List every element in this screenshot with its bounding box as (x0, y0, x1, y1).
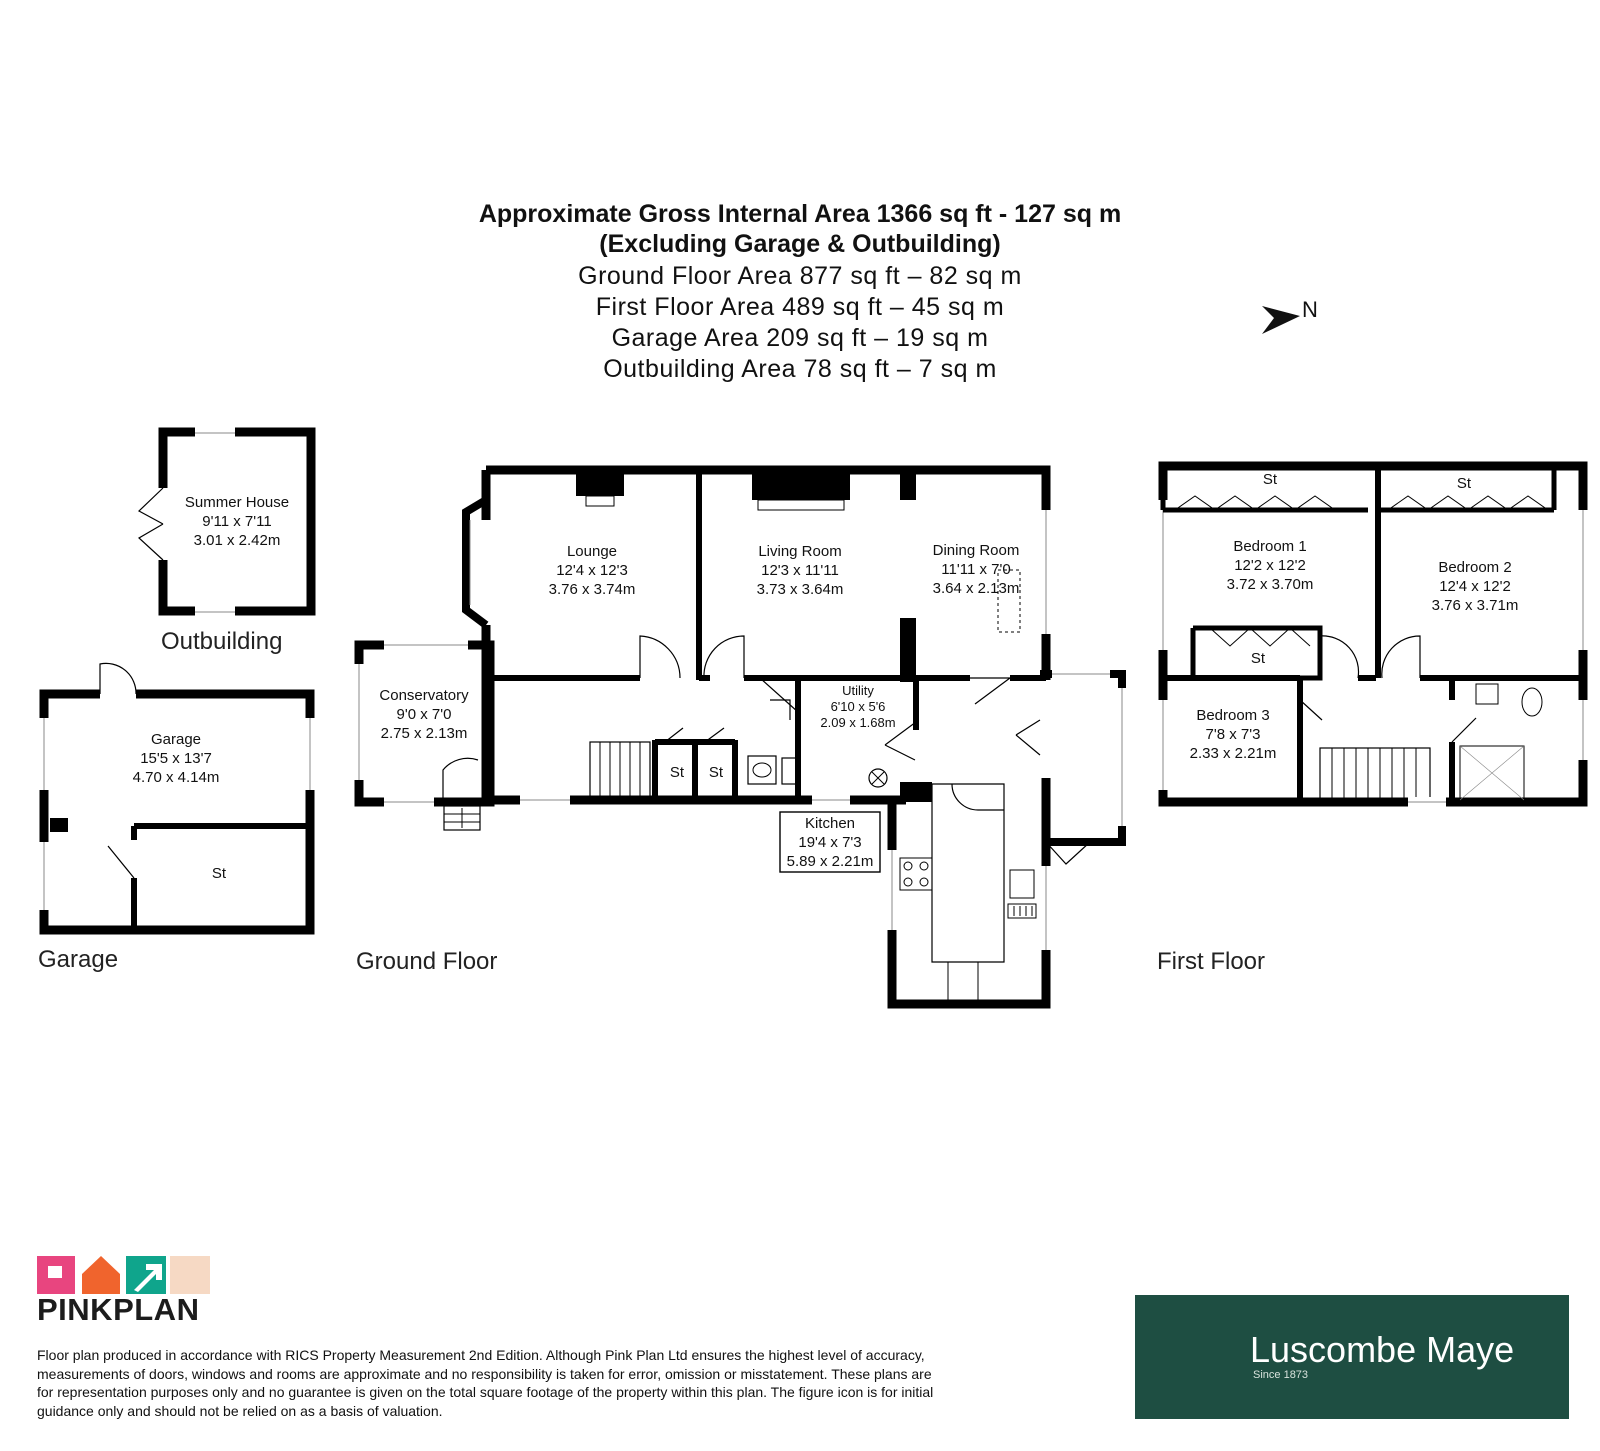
bedroom-2-imperial: 12'4 x 12'2 (1439, 578, 1511, 595)
kitchen-name: Kitchen (805, 815, 855, 832)
lounge-name: Lounge (567, 543, 617, 560)
summer-house-imperial: 9'11 x 7'11 (202, 513, 271, 530)
agent-name: Luscombe Maye (1250, 1329, 1515, 1370)
compass-arrow-icon (1262, 306, 1300, 334)
store-2-label: St (709, 764, 724, 781)
bedroom-2-metric: 3.76 x 3.71m (1432, 597, 1519, 614)
living-room-name: Living Room (758, 543, 841, 560)
bedroom-3-metric: 2.33 x 2.21m (1190, 745, 1277, 762)
garage-floor-label: Garage (38, 946, 118, 973)
dining-room-imperial: 11'11 x 7'0 (941, 561, 1010, 578)
compass-north-label: N (1302, 297, 1318, 322)
dining-room-name: Dining Room (933, 542, 1020, 559)
conservatory-metric: 2.75 x 2.13m (381, 725, 468, 742)
area-subheading: (Excluding Garage & Outbuilding) (599, 230, 1001, 258)
outbuilding-area: Outbuilding Area 78 sq ft – 7 sq m (603, 355, 997, 383)
pinkplan-logo-icon (37, 1256, 210, 1294)
agent-since: Since 1873 (1253, 1369, 1309, 1381)
dining-room-metric: 3.64 x 2.13m (933, 580, 1020, 597)
kitchen-metric: 5.89 x 2.21m (787, 853, 874, 870)
bedroom-1-cupboard-label: St (1251, 650, 1266, 667)
disclaimer-text: Floor plan produced in accordance with R… (37, 1347, 934, 1419)
utility-metric: 2.09 x 1.68m (820, 715, 895, 730)
living-room-metric: 3.73 x 3.64m (757, 581, 844, 598)
ground-floor-walls (354, 465, 1127, 1009)
agent-logo-panel: Luscombe Maye Since 1873 (1135, 1295, 1569, 1419)
garage-metric: 4.70 x 4.14m (133, 769, 220, 786)
garage-imperial: 15'5 x 13'7 (140, 750, 212, 767)
conservatory-imperial: 9'0 x 7'0 (397, 706, 452, 723)
bedroom-3-name: Bedroom 3 (1196, 707, 1269, 724)
bedroom-2-name: Bedroom 2 (1438, 559, 1511, 576)
garage-area: Garage Area 209 sq ft – 19 sq m (611, 324, 989, 352)
store-1-label: St (670, 764, 685, 781)
living-room-imperial: 12'3 x 11'11 (761, 562, 839, 579)
bedroom-3-imperial: 7'8 x 7'3 (1206, 726, 1261, 743)
bedroom-1-imperial: 12'2 x 12'2 (1234, 557, 1306, 574)
garage-walls (39, 662, 315, 935)
utility-imperial: 6'10 x 5'6 (831, 699, 886, 714)
ground-floor-area: Ground Floor Area 877 sq ft – 82 sq m (578, 262, 1022, 290)
lounge-imperial: 12'4 x 12'3 (556, 562, 628, 579)
bedroom-1-metric: 3.72 x 3.70m (1227, 576, 1314, 593)
pinkplan-wordmark: PINKPLAN (37, 1292, 200, 1327)
bedroom-2-wardrobe-label: St (1457, 475, 1472, 492)
first-floor-area: First Floor Area 489 sq ft – 45 sq m (595, 293, 1005, 321)
utility-name: Utility (842, 683, 874, 698)
first-floor-walls (1158, 461, 1588, 807)
summer-house-metric: 3.01 x 2.42m (194, 532, 281, 549)
lounge-metric: 3.76 x 3.74m (549, 581, 636, 598)
garage-name: Garage (151, 731, 201, 748)
bedroom-1-name: Bedroom 1 (1233, 538, 1306, 555)
ground-floor-label: Ground Floor (356, 948, 497, 975)
summer-house-name: Summer House (185, 494, 289, 511)
first-floor-label: First Floor (1157, 948, 1265, 975)
kitchen-imperial: 19'4 x 7'3 (798, 834, 861, 851)
outbuilding-floor-label: Outbuilding (161, 628, 282, 655)
conservatory-name: Conservatory (379, 687, 469, 704)
summer-house-walls (137, 427, 316, 616)
bedroom-1-wardrobe-label: St (1263, 471, 1278, 488)
garage-store-label: St (212, 865, 227, 882)
area-heading: Approximate Gross Internal Area 1366 sq … (478, 200, 1122, 228)
